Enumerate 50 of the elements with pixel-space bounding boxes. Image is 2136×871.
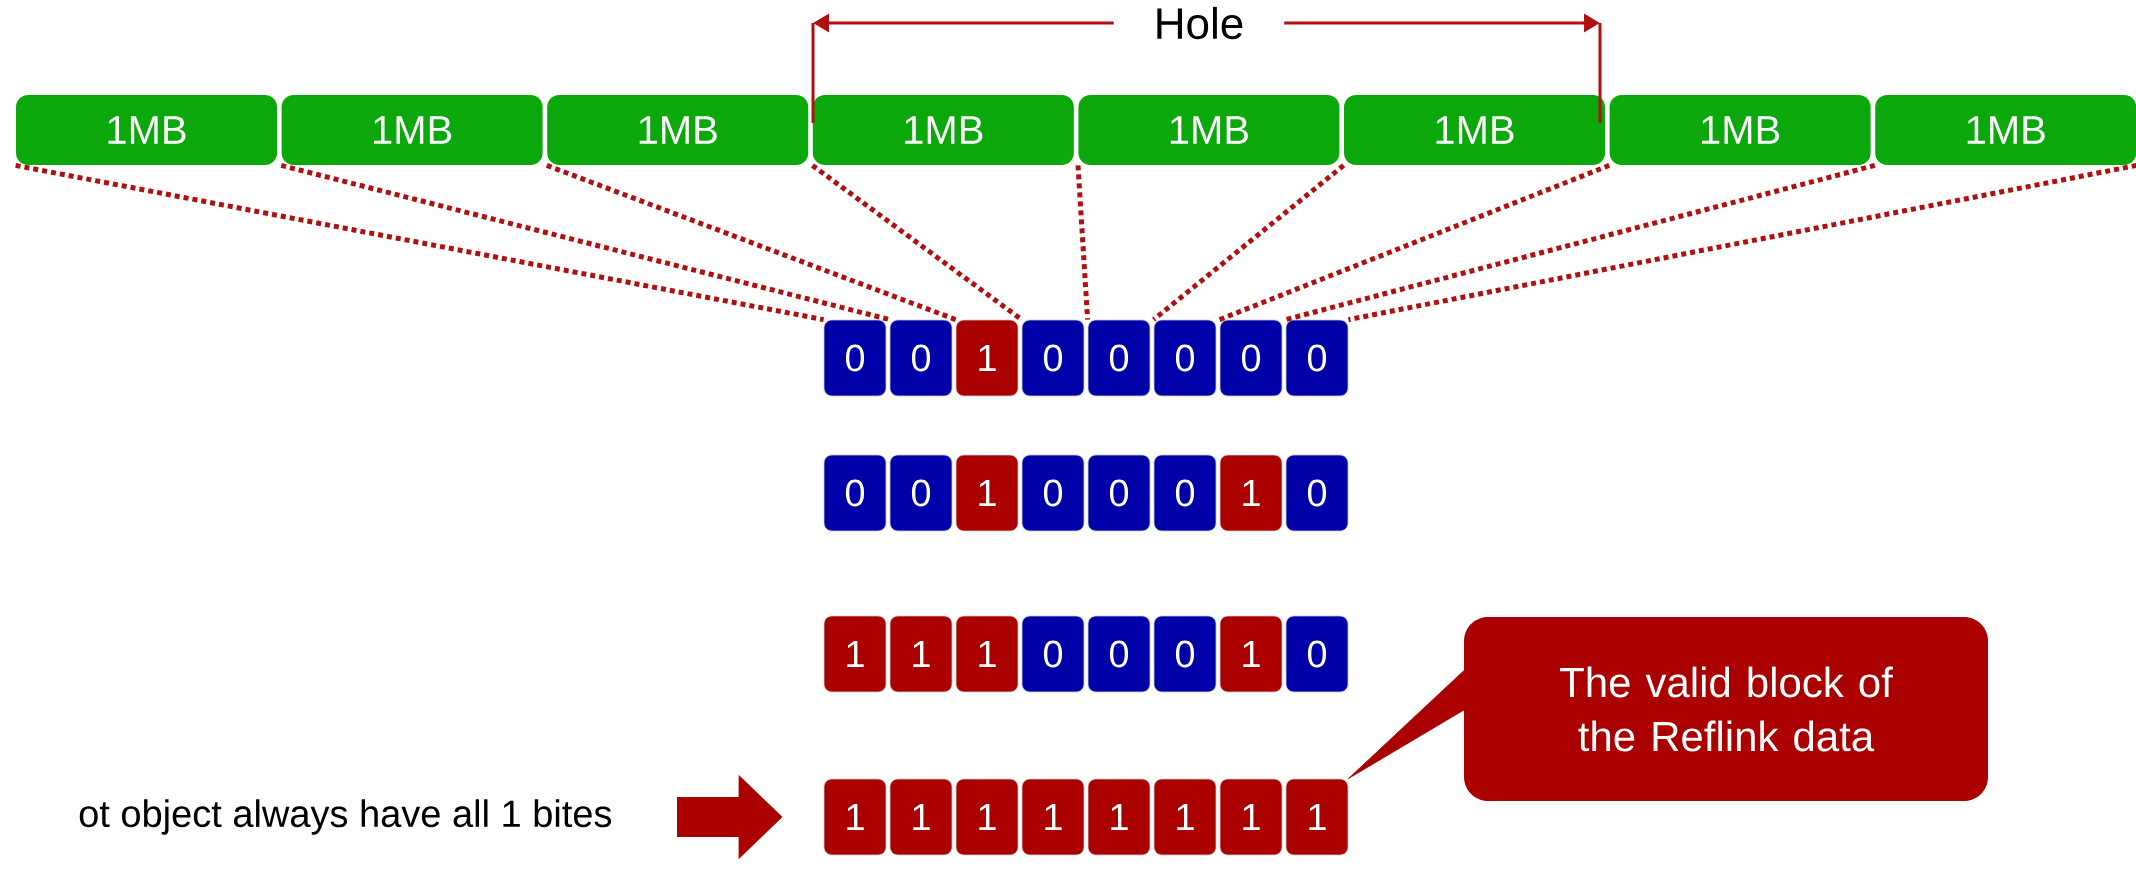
memory-block: 1MB — [16, 95, 277, 165]
bit-cell: 0 — [889, 454, 953, 532]
dotted-line — [1347, 162, 2136, 323]
bit-cell: 0 — [1285, 319, 1349, 397]
bit-cell: 0 — [1087, 319, 1151, 397]
dotted-line — [15, 162, 825, 323]
dimension-label: Hole — [1113, 0, 1285, 46]
bit-cell: 1 — [955, 319, 1019, 397]
bit-cell: 0 — [1285, 615, 1349, 693]
dotted-line — [280, 162, 891, 323]
memory-block: 1MB — [812, 95, 1074, 165]
note-text: ot object always have all 1 bites — [79, 799, 612, 835]
bit-cell: 0 — [889, 319, 953, 397]
dotted-line — [545, 163, 957, 322]
bit-cell: 1 — [1021, 778, 1085, 856]
dotted-line — [1075, 165, 1091, 320]
bit-cell: 1 — [1285, 778, 1349, 856]
memory-block: 1MB — [281, 95, 543, 165]
bit-cell: 0 — [1153, 319, 1217, 397]
memory-block: 1MB — [1344, 95, 1605, 165]
dotted-line — [1218, 163, 1611, 322]
bit-cell: 1 — [823, 615, 887, 693]
bit-cell: 1 — [1087, 778, 1151, 856]
memory-block: 1MB — [547, 95, 809, 165]
memory-block: 1MB — [1078, 95, 1340, 165]
bit-cell: 1 — [889, 778, 953, 856]
bit-cell: 1 — [1219, 454, 1283, 532]
bit-cell: 1 — [955, 615, 1019, 693]
memory-block: 1MB — [1609, 95, 1871, 165]
bit-cell: 1 — [955, 778, 1019, 856]
bit-cell: 1 — [1219, 615, 1283, 693]
bit-cell: 0 — [1087, 615, 1151, 693]
bit-cell: 0 — [1153, 454, 1217, 532]
bit-cell: 1 — [1219, 778, 1283, 856]
bit-cell: 1 — [823, 778, 887, 856]
bit-cell: 0 — [1219, 319, 1283, 397]
bit-cell: 0 — [1021, 615, 1085, 693]
dotted-line — [1152, 163, 1346, 322]
bit-cell: 1 — [889, 615, 953, 693]
memory-block: 1MB — [1875, 95, 2136, 165]
bit-cell: 0 — [1087, 454, 1151, 532]
bit-cell: 1 — [1153, 778, 1217, 856]
bit-cell: 0 — [1285, 454, 1349, 532]
bit-cell: 1 — [955, 454, 1019, 532]
bit-cell: 0 — [823, 319, 887, 397]
dotted-line — [1284, 163, 1876, 322]
bit-cell: 0 — [1021, 454, 1085, 532]
bit-cell: 0 — [823, 454, 887, 532]
bit-cell: 0 — [1021, 319, 1085, 397]
bit-cell: 0 — [1153, 615, 1217, 693]
